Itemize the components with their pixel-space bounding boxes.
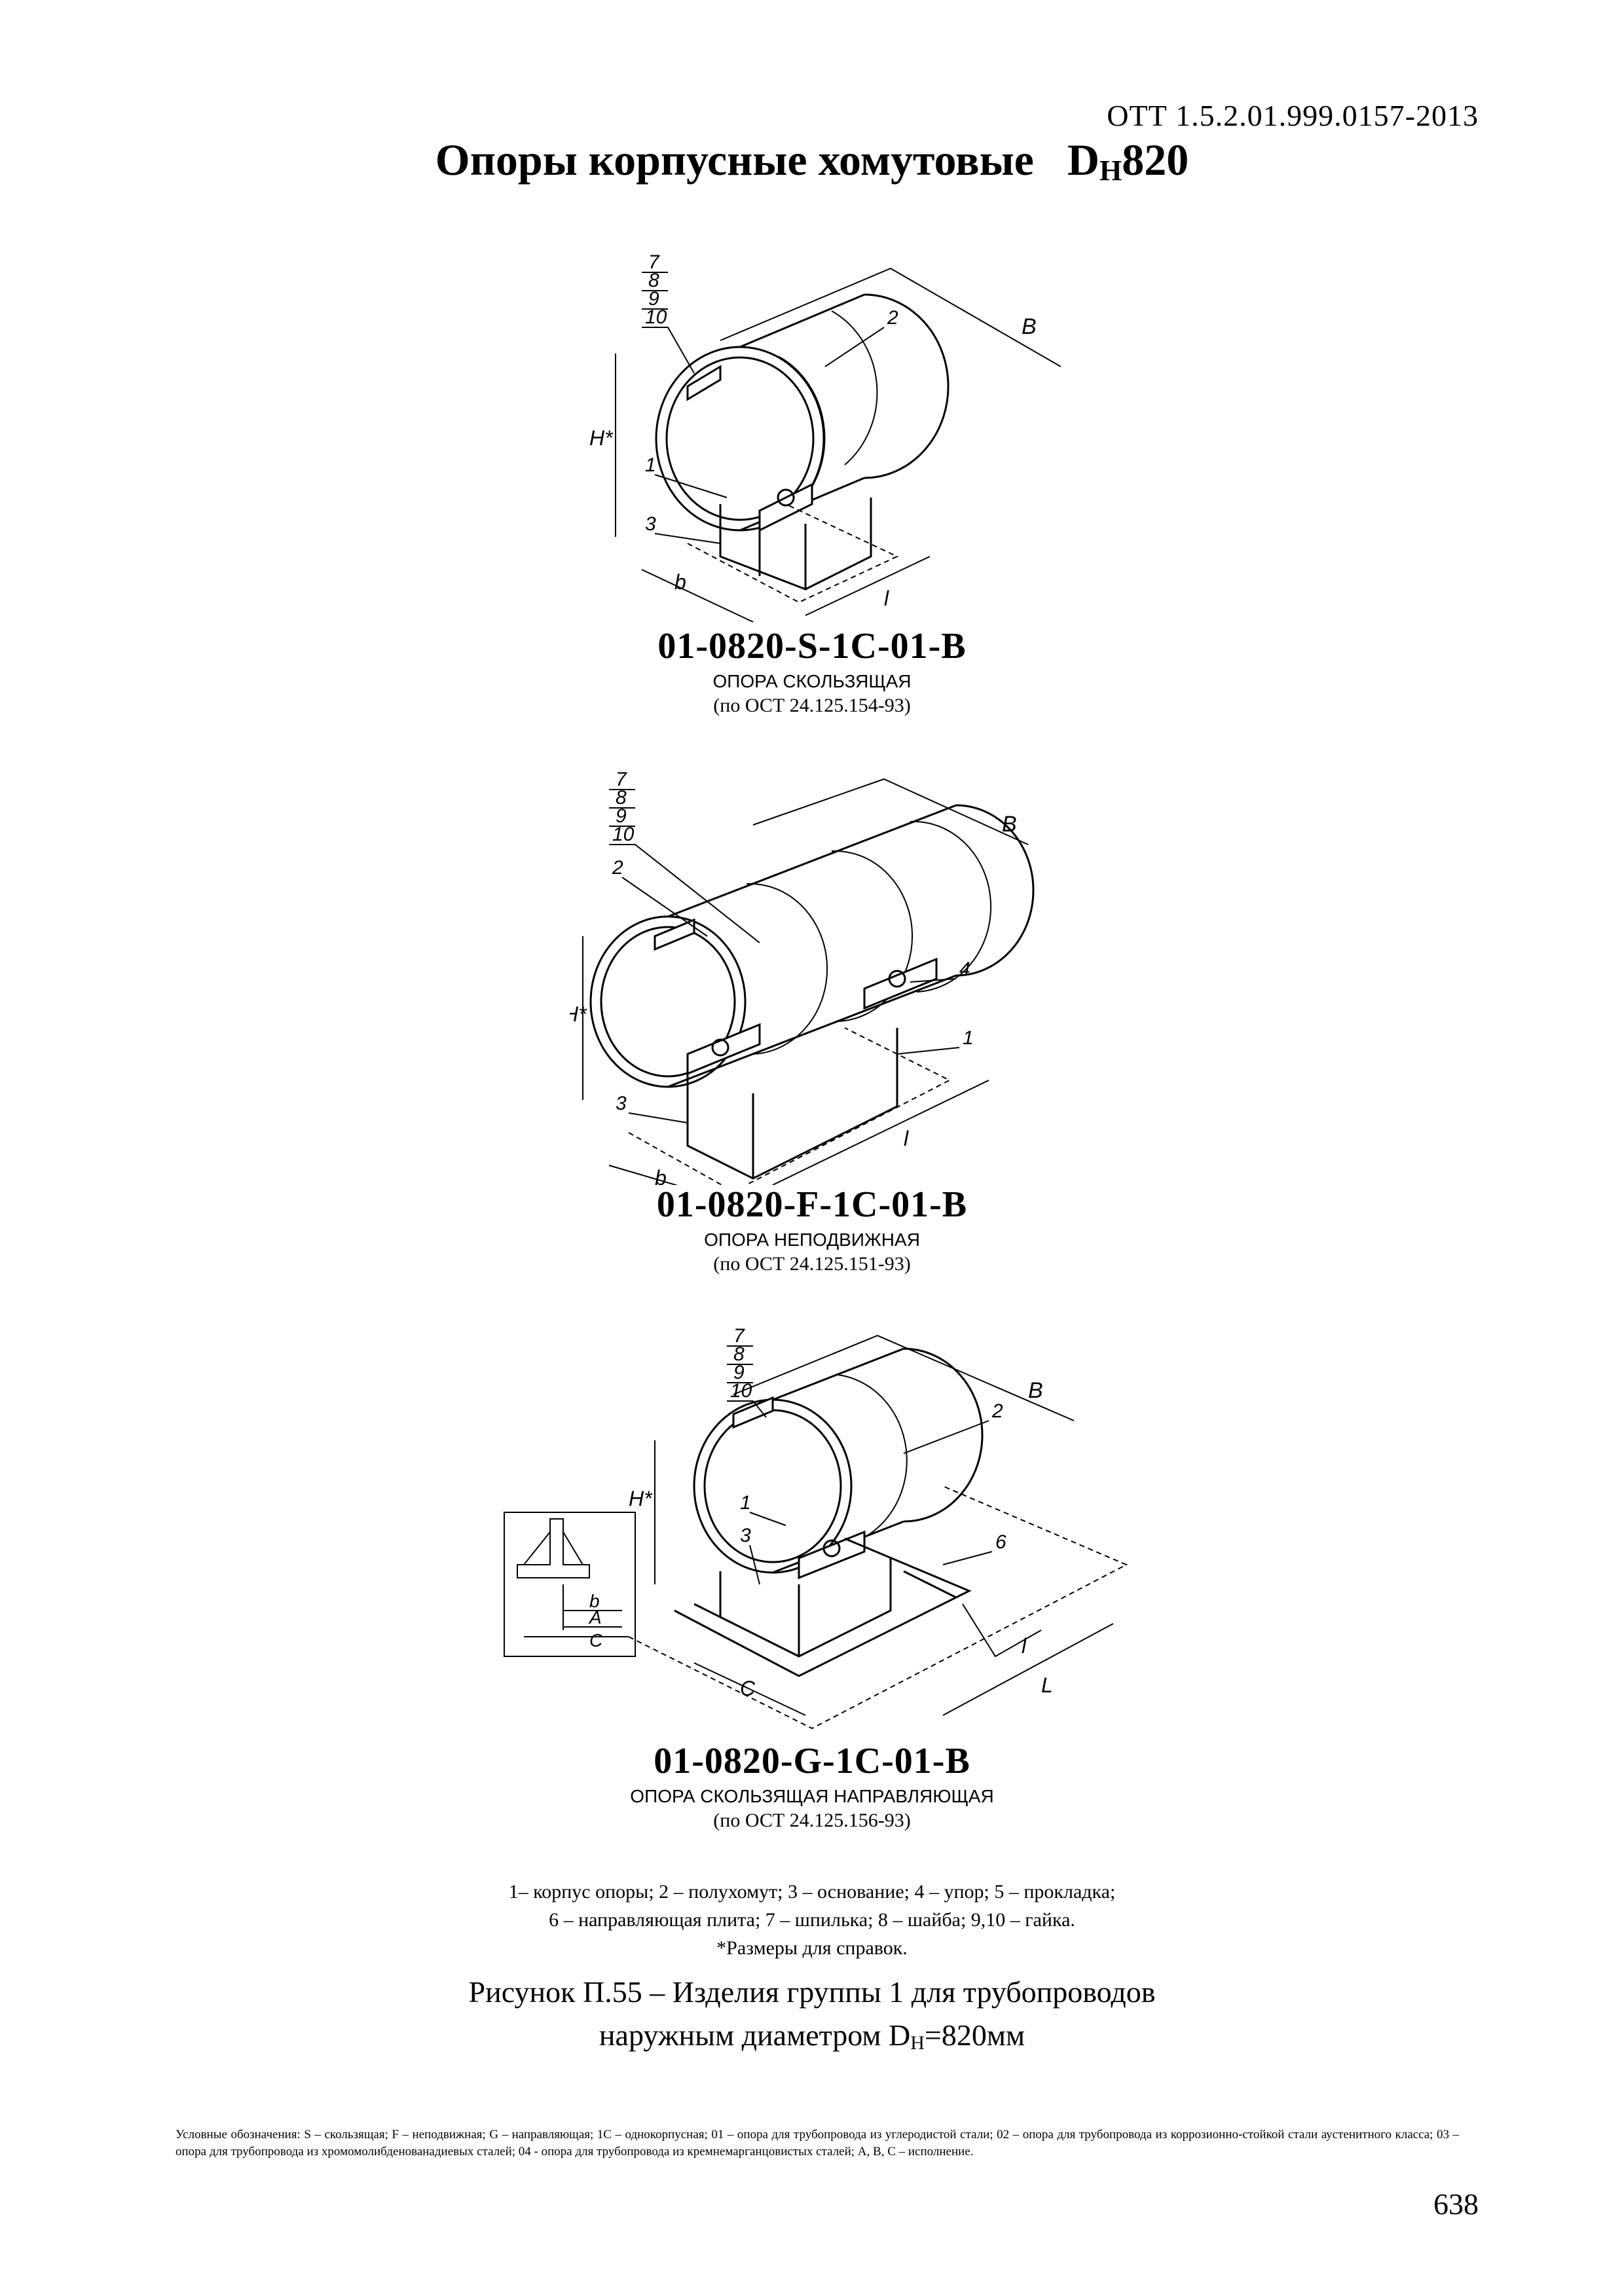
svg-text:3: 3 — [645, 513, 656, 535]
svg-text:A: A — [588, 1607, 602, 1628]
svg-text:2: 2 — [887, 307, 898, 329]
designation-notes: Условные обозначения: S – скользящая; F … — [175, 2128, 1459, 2159]
svg-text:B: B — [1022, 314, 1037, 339]
svg-text:C: C — [589, 1630, 603, 1650]
caption-line-2-suffix: =820мм — [924, 2018, 1025, 2052]
caption-line-2-subscript: Н — [910, 2032, 925, 2054]
figure-caption: Рисунок П.55 – Изделия группы 1 для труб… — [0, 1971, 1624, 2065]
figure-1-label: 01-0820-S-1C-01-B ОПОРА СКОЛЬЗЯЩАЯ (по О… — [0, 625, 1624, 717]
svg-text:C: C — [740, 1677, 756, 1700]
svg-text:1: 1 — [963, 1027, 974, 1049]
title-value: 820 — [1122, 135, 1189, 185]
svg-text:H*: H* — [629, 1487, 653, 1510]
drawing-fixed-support: B H* b l 7 8 9 10 2 4 1 3 — [570, 766, 1080, 1185]
svg-text:b: b — [674, 570, 686, 594]
legend-line-2: 6 – направляющая плита; 7 – шпилька; 8 –… — [549, 1909, 1075, 1931]
figure-1-name: ОПОРА СКОЛЬЗЯЩАЯ — [712, 671, 912, 691]
svg-text:3: 3 — [616, 1093, 627, 1114]
figure-3-code: 01-0820-G-1C-01-B — [654, 1741, 970, 1781]
svg-text:10: 10 — [645, 306, 667, 328]
legend-line-1: 1– корпус опоры; 2 – полухомут; 3 – осно… — [508, 1881, 1116, 1903]
svg-text:7: 7 — [648, 251, 660, 273]
legend-line-3: *Размеры для справок. — [716, 1937, 908, 1959]
svg-text:l: l — [884, 587, 889, 610]
svg-text:4: 4 — [959, 958, 970, 980]
svg-text:b: b — [589, 1591, 600, 1611]
svg-text:B: B — [1002, 812, 1017, 837]
figure-2-code: 01-0820-F-1C-01-B — [656, 1184, 968, 1225]
svg-text:7: 7 — [616, 769, 627, 790]
parts-legend: 1– корпус опоры; 2 – полухомут; 3 – осно… — [0, 1878, 1624, 1962]
svg-text:9: 9 — [733, 1362, 745, 1383]
svg-text:H*: H* — [589, 426, 614, 450]
svg-text:1: 1 — [740, 1492, 751, 1514]
svg-text:8: 8 — [648, 270, 659, 291]
svg-text:3: 3 — [740, 1525, 751, 1546]
svg-text:1: 1 — [645, 454, 656, 476]
drawing-sliding-support: B H* b l 7 8 9 10 2 1 3 — [589, 249, 1061, 629]
svg-text:L: L — [1041, 1673, 1053, 1697]
svg-text:2: 2 — [991, 1400, 1003, 1422]
svg-text:10: 10 — [612, 824, 635, 845]
svg-text:9: 9 — [648, 288, 659, 310]
svg-text:8: 8 — [733, 1343, 745, 1365]
figure-2-standard: (по ОСТ 24.125.151-93) — [713, 1253, 911, 1275]
figure-3-name: ОПОРА СКОЛЬЗЯЩАЯ НАПРАВЛЯЮЩАЯ — [630, 1786, 994, 1806]
figure-3-label: 01-0820-G-1C-01-B ОПОРА СКОЛЬЗЯЩАЯ НАПРА… — [0, 1740, 1624, 1832]
svg-text:l: l — [904, 1127, 909, 1150]
svg-text:l: l — [1022, 1634, 1027, 1658]
figure-3-standard: (по ОСТ 24.125.156-93) — [713, 1810, 911, 1831]
figure-2-name: ОПОРА НЕПОДВИЖНАЯ — [704, 1230, 920, 1250]
figure-1-standard: (по ОСТ 24.125.154-93) — [713, 695, 911, 716]
document-code: ОТТ 1.5.2.01.999.0157-2013 — [1107, 99, 1479, 132]
svg-text:6: 6 — [995, 1531, 1006, 1553]
svg-text:B: B — [1028, 1378, 1043, 1403]
svg-text:7: 7 — [733, 1325, 745, 1347]
page-title: Опоры корпусные хомутовые DН820 — [0, 134, 1624, 187]
drawing-guided-support: b A C B H* C l L 7 8 9 10 2 — [498, 1322, 1139, 1748]
svg-text:10: 10 — [730, 1380, 752, 1402]
title-main: Опоры корпусные хомутовые — [435, 135, 1034, 185]
title-symbol: D — [1067, 135, 1099, 185]
caption-line-2: наружным диаметром DН=820мм — [0, 2014, 1624, 2065]
svg-text:H*: H* — [570, 1002, 587, 1026]
svg-text:2: 2 — [612, 857, 623, 879]
svg-text:8: 8 — [616, 787, 627, 809]
svg-text:b: b — [655, 1166, 667, 1185]
title-subscript: Н — [1099, 155, 1122, 187]
figure-2-label: 01-0820-F-1C-01-B ОПОРА НЕПОДВИЖНАЯ (по … — [0, 1184, 1624, 1275]
caption-line-2-prefix: наружным диаметром D — [599, 2018, 911, 2052]
caption-line-1: Рисунок П.55 – Изделия группы 1 для труб… — [468, 1975, 1156, 2009]
page-number: 638 — [1433, 2187, 1479, 2221]
svg-text:9: 9 — [616, 805, 627, 827]
figure-1-code: 01-0820-S-1C-01-B — [657, 626, 967, 666]
